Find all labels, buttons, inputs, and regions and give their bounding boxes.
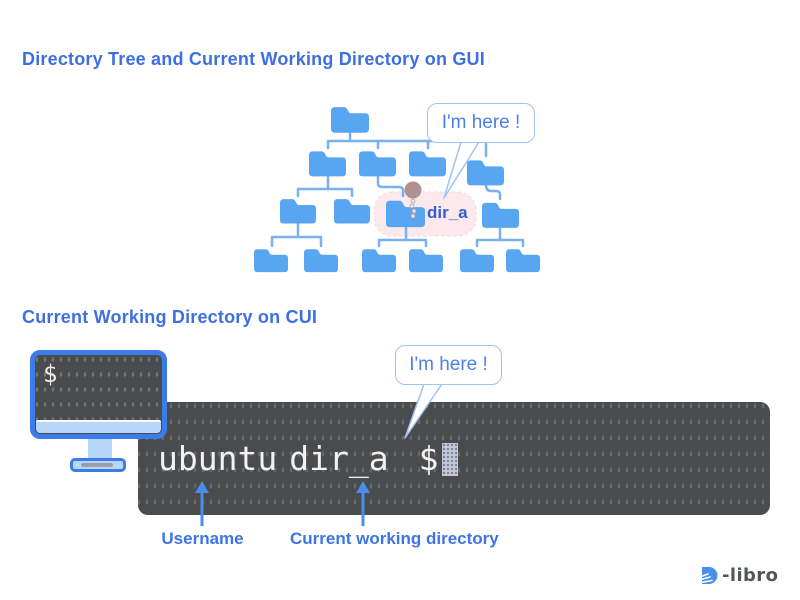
gui-bubble-text: I'm here ! [441, 112, 521, 133]
folder-icon [359, 151, 396, 177]
folder-icon [280, 199, 316, 224]
logo-text: -libro [722, 564, 779, 586]
monitor-screen: $ [35, 355, 162, 422]
terminal-cursor [442, 443, 459, 476]
folder-icon [334, 199, 370, 224]
d-libro-logo-mark-icon [700, 567, 718, 584]
folder-icon [309, 151, 346, 177]
monitor-base-slot [81, 463, 113, 467]
d-libro-logo: -libro [697, 563, 778, 587]
monitor-stand-base [70, 458, 126, 472]
folder-icon [362, 249, 396, 273]
cui-bubble-text: I'm here ! [409, 354, 488, 375]
folder-icon-dir-a [386, 200, 425, 228]
gui-bubble-tail [443, 141, 480, 199]
folder-icon [460, 249, 494, 273]
prompt-cwd: dir_a [289, 439, 389, 478]
folder-icon [409, 151, 446, 177]
folder-icon-root [331, 107, 369, 133]
gui-speech-bubble: I'm here ! [427, 103, 535, 143]
folder-icon [482, 202, 519, 228]
cui-section-heading: Current Working Directory on CUI [22, 307, 318, 327]
folder-icon [409, 249, 443, 273]
dir-a-label: dir_a [427, 203, 468, 222]
folder-icon [467, 160, 504, 186]
monitor-stand-neck [88, 439, 112, 460]
prompt-symbol: $ [418, 439, 439, 478]
folder-icon [304, 249, 338, 273]
cwd-label: Current working directory [290, 529, 499, 548]
gui-section-heading: Directory Tree and Current Working Direc… [22, 49, 485, 69]
monitor-icon: $ [30, 350, 167, 439]
location-pin-icon [404, 181, 422, 219]
prompt-username: ubuntu [158, 439, 278, 478]
monitor-screen-prompt: $ [43, 360, 58, 388]
monitor-bezel-strip [36, 420, 161, 433]
terminal-bar: ubuntu dir_a $ [138, 402, 770, 515]
cui-speech-bubble: I'm here ! [395, 345, 502, 385]
username-label: Username [161, 529, 244, 548]
folder-icon [506, 249, 540, 273]
tree-connectors [270, 131, 525, 248]
terminal-prompt: ubuntu dir_a $ [158, 439, 459, 478]
folder-icon [254, 249, 288, 273]
